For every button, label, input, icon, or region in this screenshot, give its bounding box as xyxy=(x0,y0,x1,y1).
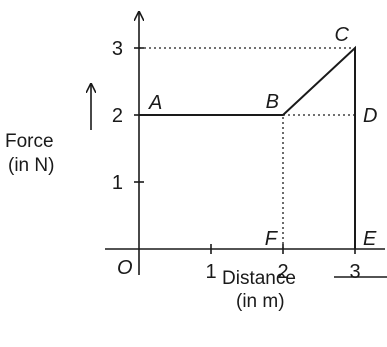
x-tick-label-2: 3 xyxy=(349,261,360,283)
x-axis-label: Distance xyxy=(222,268,296,289)
point-label-e: E xyxy=(363,228,377,250)
y-axis-unit: (in N) xyxy=(8,155,54,176)
series xyxy=(139,45,356,249)
y-tick-label-2: 3 xyxy=(112,38,123,60)
origin-label: O xyxy=(117,257,133,279)
point-label-d: D xyxy=(363,105,377,127)
force-line xyxy=(139,45,356,249)
point-label-b: B xyxy=(266,91,279,113)
y-tick-label-1: 2 xyxy=(112,105,123,127)
x-tick-label-1: 2 xyxy=(277,261,288,283)
point-label-f: F xyxy=(265,228,279,250)
x-tick-label-0: 1 xyxy=(205,261,216,283)
guide-lines xyxy=(139,47,355,249)
axes xyxy=(105,12,385,275)
point-label-a: A xyxy=(148,92,162,114)
point-label-c: C xyxy=(335,24,350,46)
x-axis-unit: (in m) xyxy=(236,291,285,312)
y-axis-label: Force xyxy=(5,131,54,152)
y-tick-label-0: 1 xyxy=(112,172,123,194)
